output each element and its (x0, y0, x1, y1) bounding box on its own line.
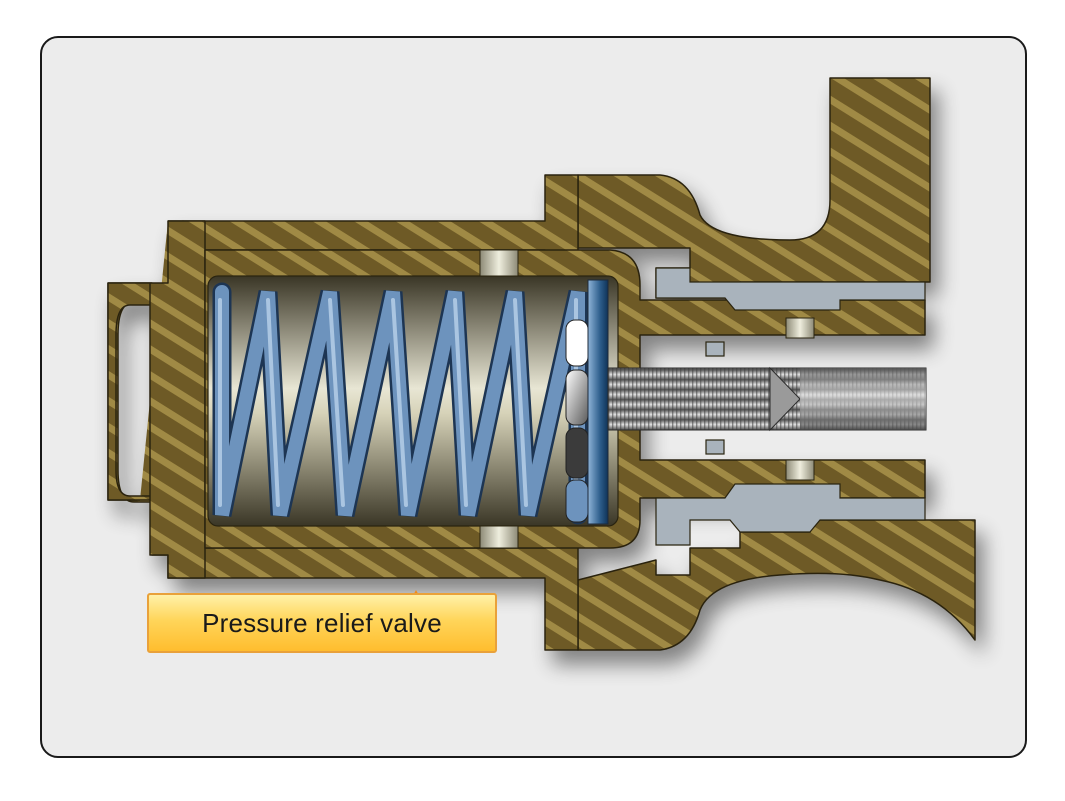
fluid-passage-upper (655, 267, 926, 311)
screw-bore (800, 368, 926, 430)
passage-port-upper (705, 341, 725, 357)
right-casting-lower (577, 519, 976, 651)
guide-pin-right-bottom (785, 459, 815, 481)
end-cap-body (107, 220, 206, 579)
spring-seat-plate (587, 279, 609, 525)
coil-spring (212, 282, 588, 525)
retainer-balls (565, 319, 589, 523)
guide-pin-bottom (479, 525, 519, 549)
guide-pin-top (479, 249, 519, 277)
passage-port-lower (705, 439, 725, 455)
guide-pin-right-top (785, 317, 815, 339)
screw-tip (769, 366, 801, 432)
pressure-relief-valve-callout: Pressure relief valve (147, 593, 497, 653)
callout-label: Pressure relief valve (202, 607, 442, 638)
fluid-passage-lower (655, 483, 926, 546)
